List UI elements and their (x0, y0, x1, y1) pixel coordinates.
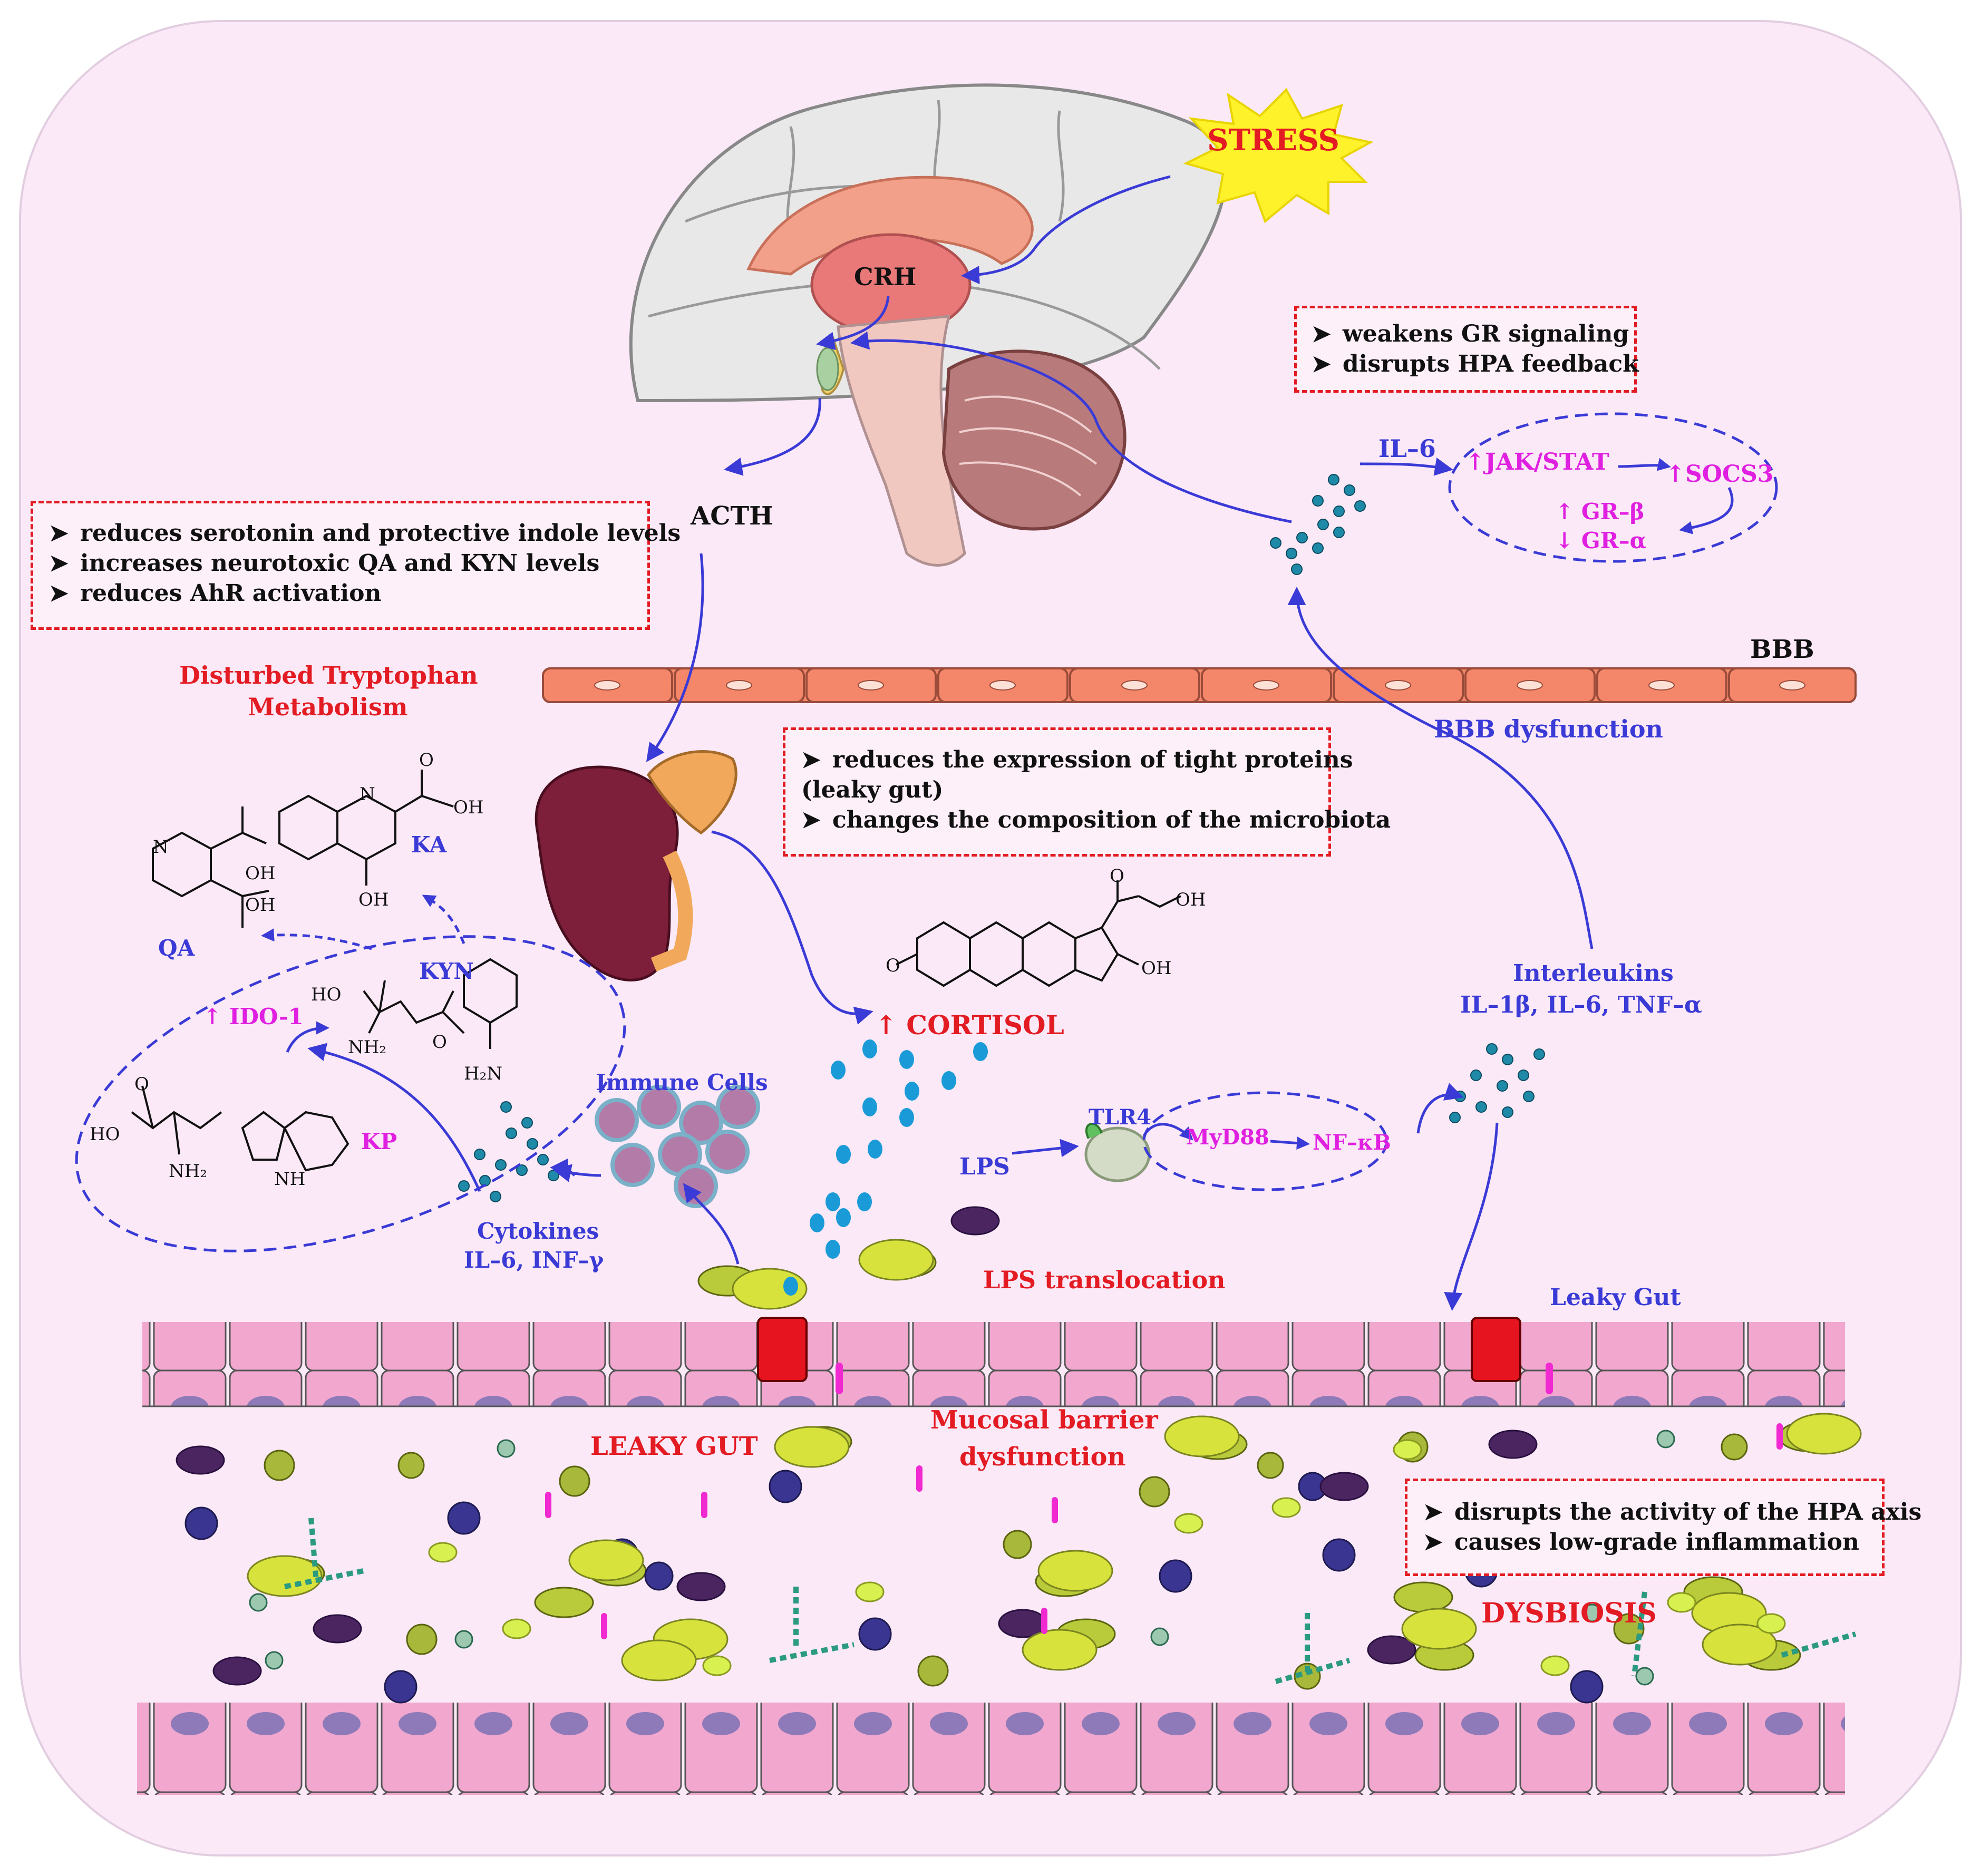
chem-atom-nh2: NH₂ (348, 1037, 387, 1058)
stress-label: STRESS (1207, 123, 1339, 158)
interleukins-label-line1: Interleukins (1513, 960, 1674, 987)
leaky-gut-caps-label: LEAKY GUT (590, 1432, 758, 1461)
chem-atom-nh: NH (274, 1169, 306, 1190)
gr-alpha-label: ↓ GR–α (1555, 528, 1647, 553)
chem-atom-o: O (886, 955, 900, 976)
stress-starburst (1183, 88, 1374, 223)
chemical-structures (131, 770, 1181, 1172)
bbb-label: BBB (1750, 635, 1814, 664)
socs3-label: ↑SOCS3 (1666, 461, 1774, 488)
microbiota-illustration (176, 1206, 1862, 1704)
chem-atom-o: O (419, 750, 434, 771)
ido1-label: ↑ IDO-1 (203, 1004, 304, 1029)
tryptophan-note: ➤reduces serotonin and protective indole… (31, 501, 681, 630)
chem-atom-ho: HO (90, 1124, 120, 1145)
cytokine-clusters (458, 474, 1545, 1202)
note-item: ➤causes low-grade inflammation (1423, 1529, 1859, 1556)
bbb-dysfunction-label: BBB dysfunction (1434, 715, 1663, 743)
arrow-immune-to-cytokines (552, 1164, 601, 1182)
qa-label: QA (158, 935, 195, 961)
jak-stat-label: ↑JAK/STAT (1465, 449, 1609, 475)
interleukins-label-line2: IL–1β, IL–6, TNF–α (1460, 992, 1702, 1018)
chem-atom-h2n: H₂N (464, 1063, 503, 1084)
note-item: ➤disrupts the activity of the HPA axis (1423, 1499, 1922, 1525)
note-item: ➤reduces AhR activation (49, 580, 382, 607)
tryptophan-title-line1: Disturbed Tryptophan (179, 661, 478, 689)
chem-atom-oh: OH (1141, 958, 1172, 979)
note-item: ➤reduces the expression of tight protein… (801, 746, 1353, 773)
dysbiosis-note: ➤disrupts the activity of the HPA axis ➤… (1405, 1479, 1922, 1576)
pathway-arrows (261, 175, 1734, 1311)
gr-beta-label: ↑ GR–β (1555, 499, 1645, 524)
note-item: ➤disrupts HPA feedback (1312, 351, 1639, 378)
gut-epithelium-top (142, 1317, 1845, 1407)
note-item: ➤changes the composition of the microbio… (801, 806, 1391, 834)
jak-stat-ellipse (1448, 412, 1778, 563)
chem-atom-n: N (153, 837, 169, 858)
bbb-endothelium (542, 667, 1857, 703)
lps-translocation-label: LPS translocation (983, 1266, 1226, 1294)
chem-atom-o: O (1110, 866, 1124, 887)
cytokines-label-line1: Cytokines (477, 1218, 599, 1244)
cortisol-effects-note: ➤reduces the expression of tight protein… (783, 727, 1391, 857)
chem-atom-o: O (134, 1074, 149, 1095)
dysbiosis-label: DYSBIOSIS (1481, 1597, 1657, 1629)
ka-label: KA (411, 832, 447, 858)
mucosal-dysfunction-line2: dysfunction (959, 1442, 1126, 1472)
chem-atom-oh: OH (453, 797, 484, 818)
chem-atom-n: N (360, 784, 375, 805)
kp-label: KP (361, 1129, 397, 1154)
acth-label: ACTH (691, 501, 773, 531)
tlr4-label: TLR4 (1089, 1105, 1151, 1130)
note-item: ➤increases neurotoxic QA and KYN levels (49, 550, 600, 577)
kyn-label: KYN (419, 958, 474, 984)
chem-atom-nh2: NH₂ (169, 1161, 208, 1182)
immune-cells-label: Immune Cells (596, 1070, 768, 1095)
cortisol-label: ↑ CORTISOL (875, 1009, 1064, 1041)
gut-epithelium-bottom (137, 1703, 1845, 1795)
il6-top-label: IL–6 (1378, 434, 1436, 463)
mucosal-dysfunction-line1: Mucosal barrier (930, 1405, 1158, 1435)
note-item: (leaky gut) (801, 776, 944, 804)
kynurenine-ellipse (75, 935, 626, 1252)
chem-atom-oh: OH (245, 895, 276, 916)
nfkb-label: NF–κB (1313, 1130, 1391, 1155)
chem-atom-o: O (432, 1032, 447, 1053)
note-item: ➤reduces serotonin and protective indole… (49, 520, 681, 547)
myd88-label: MyD88 (1186, 1125, 1269, 1150)
crh-label: CRH (854, 263, 917, 291)
myd88-ellipse (1142, 1091, 1388, 1191)
gr-signaling-note: ➤weakens GR signaling ➤disrupts HPA feed… (1294, 306, 1639, 393)
chem-atom-oh: OH (358, 889, 389, 910)
cytokines-label-line2: IL–6, INF–γ (464, 1247, 604, 1273)
chem-atom-ho: HO (311, 984, 342, 1005)
leaky-gut-right-label: Leaky Gut (1550, 1284, 1681, 1311)
chem-atom-oh: OH (1176, 889, 1206, 910)
tryptophan-title-line2: Metabolism (248, 693, 408, 721)
lps-label: LPS (959, 1153, 1010, 1180)
brain-illustration (629, 83, 1227, 567)
note-item: ➤weakens GR signaling (1312, 320, 1629, 347)
chem-atom-oh: OH (245, 863, 276, 884)
cortisol-droplets (783, 1039, 988, 1296)
adrenal-kidney-illustration (535, 750, 737, 981)
